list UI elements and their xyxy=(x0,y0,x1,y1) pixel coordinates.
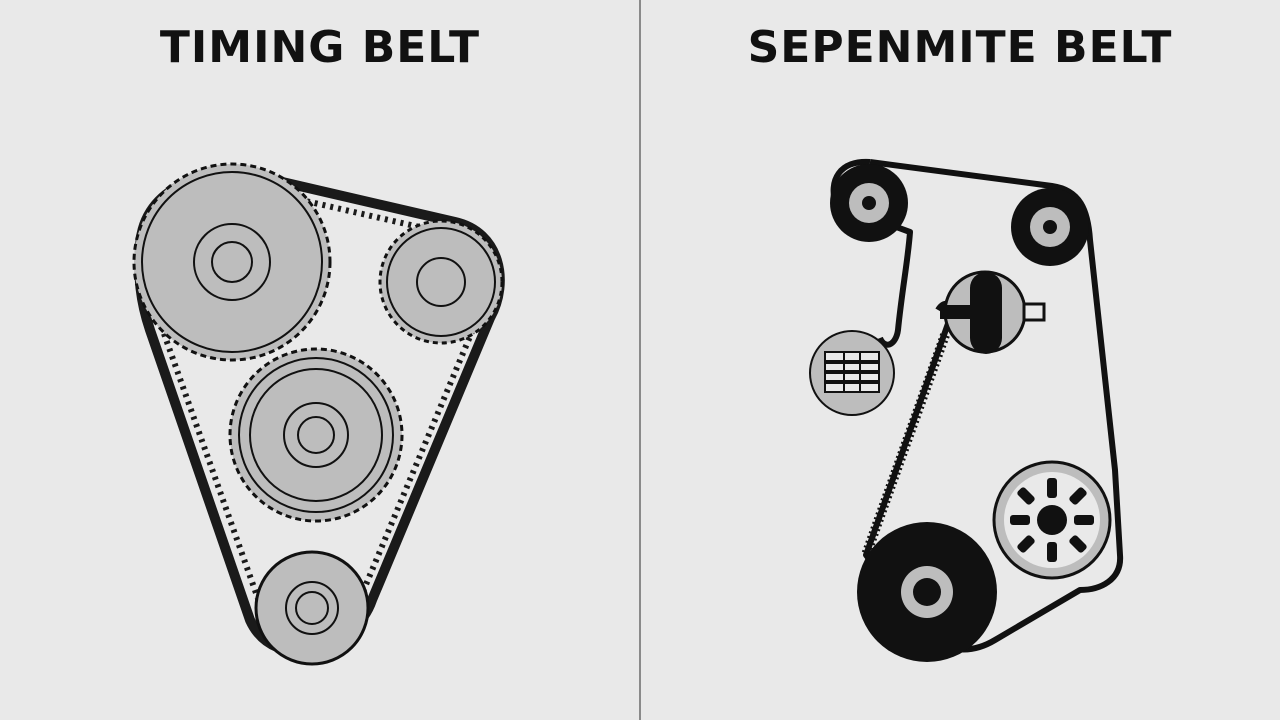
cam-sprocket-large xyxy=(132,162,332,362)
timing-belt-diagram xyxy=(132,162,505,666)
crank-sprocket xyxy=(254,550,370,666)
timing-belt-panel: TIMING BELT xyxy=(132,22,505,666)
alternator-pulley xyxy=(992,460,1112,580)
panel-divider xyxy=(639,0,641,720)
top-left-pulley xyxy=(830,164,908,242)
timing-belt-title: TIMING BELT xyxy=(159,22,481,73)
serpentine-belt-diagram xyxy=(809,158,1124,662)
crankshaft-pulley xyxy=(857,522,997,662)
serpentine-belt-title: SEPENMITE BELT xyxy=(747,22,1173,73)
cam-sprocket-small xyxy=(378,219,504,345)
idler-sprocket xyxy=(228,347,404,523)
top-right-pulley xyxy=(1011,188,1089,266)
accessory-pulley xyxy=(809,330,895,416)
tensioner-pulley xyxy=(940,270,1046,354)
serpentine-belt-panel: SEPENMITE BELT xyxy=(640,0,1280,720)
